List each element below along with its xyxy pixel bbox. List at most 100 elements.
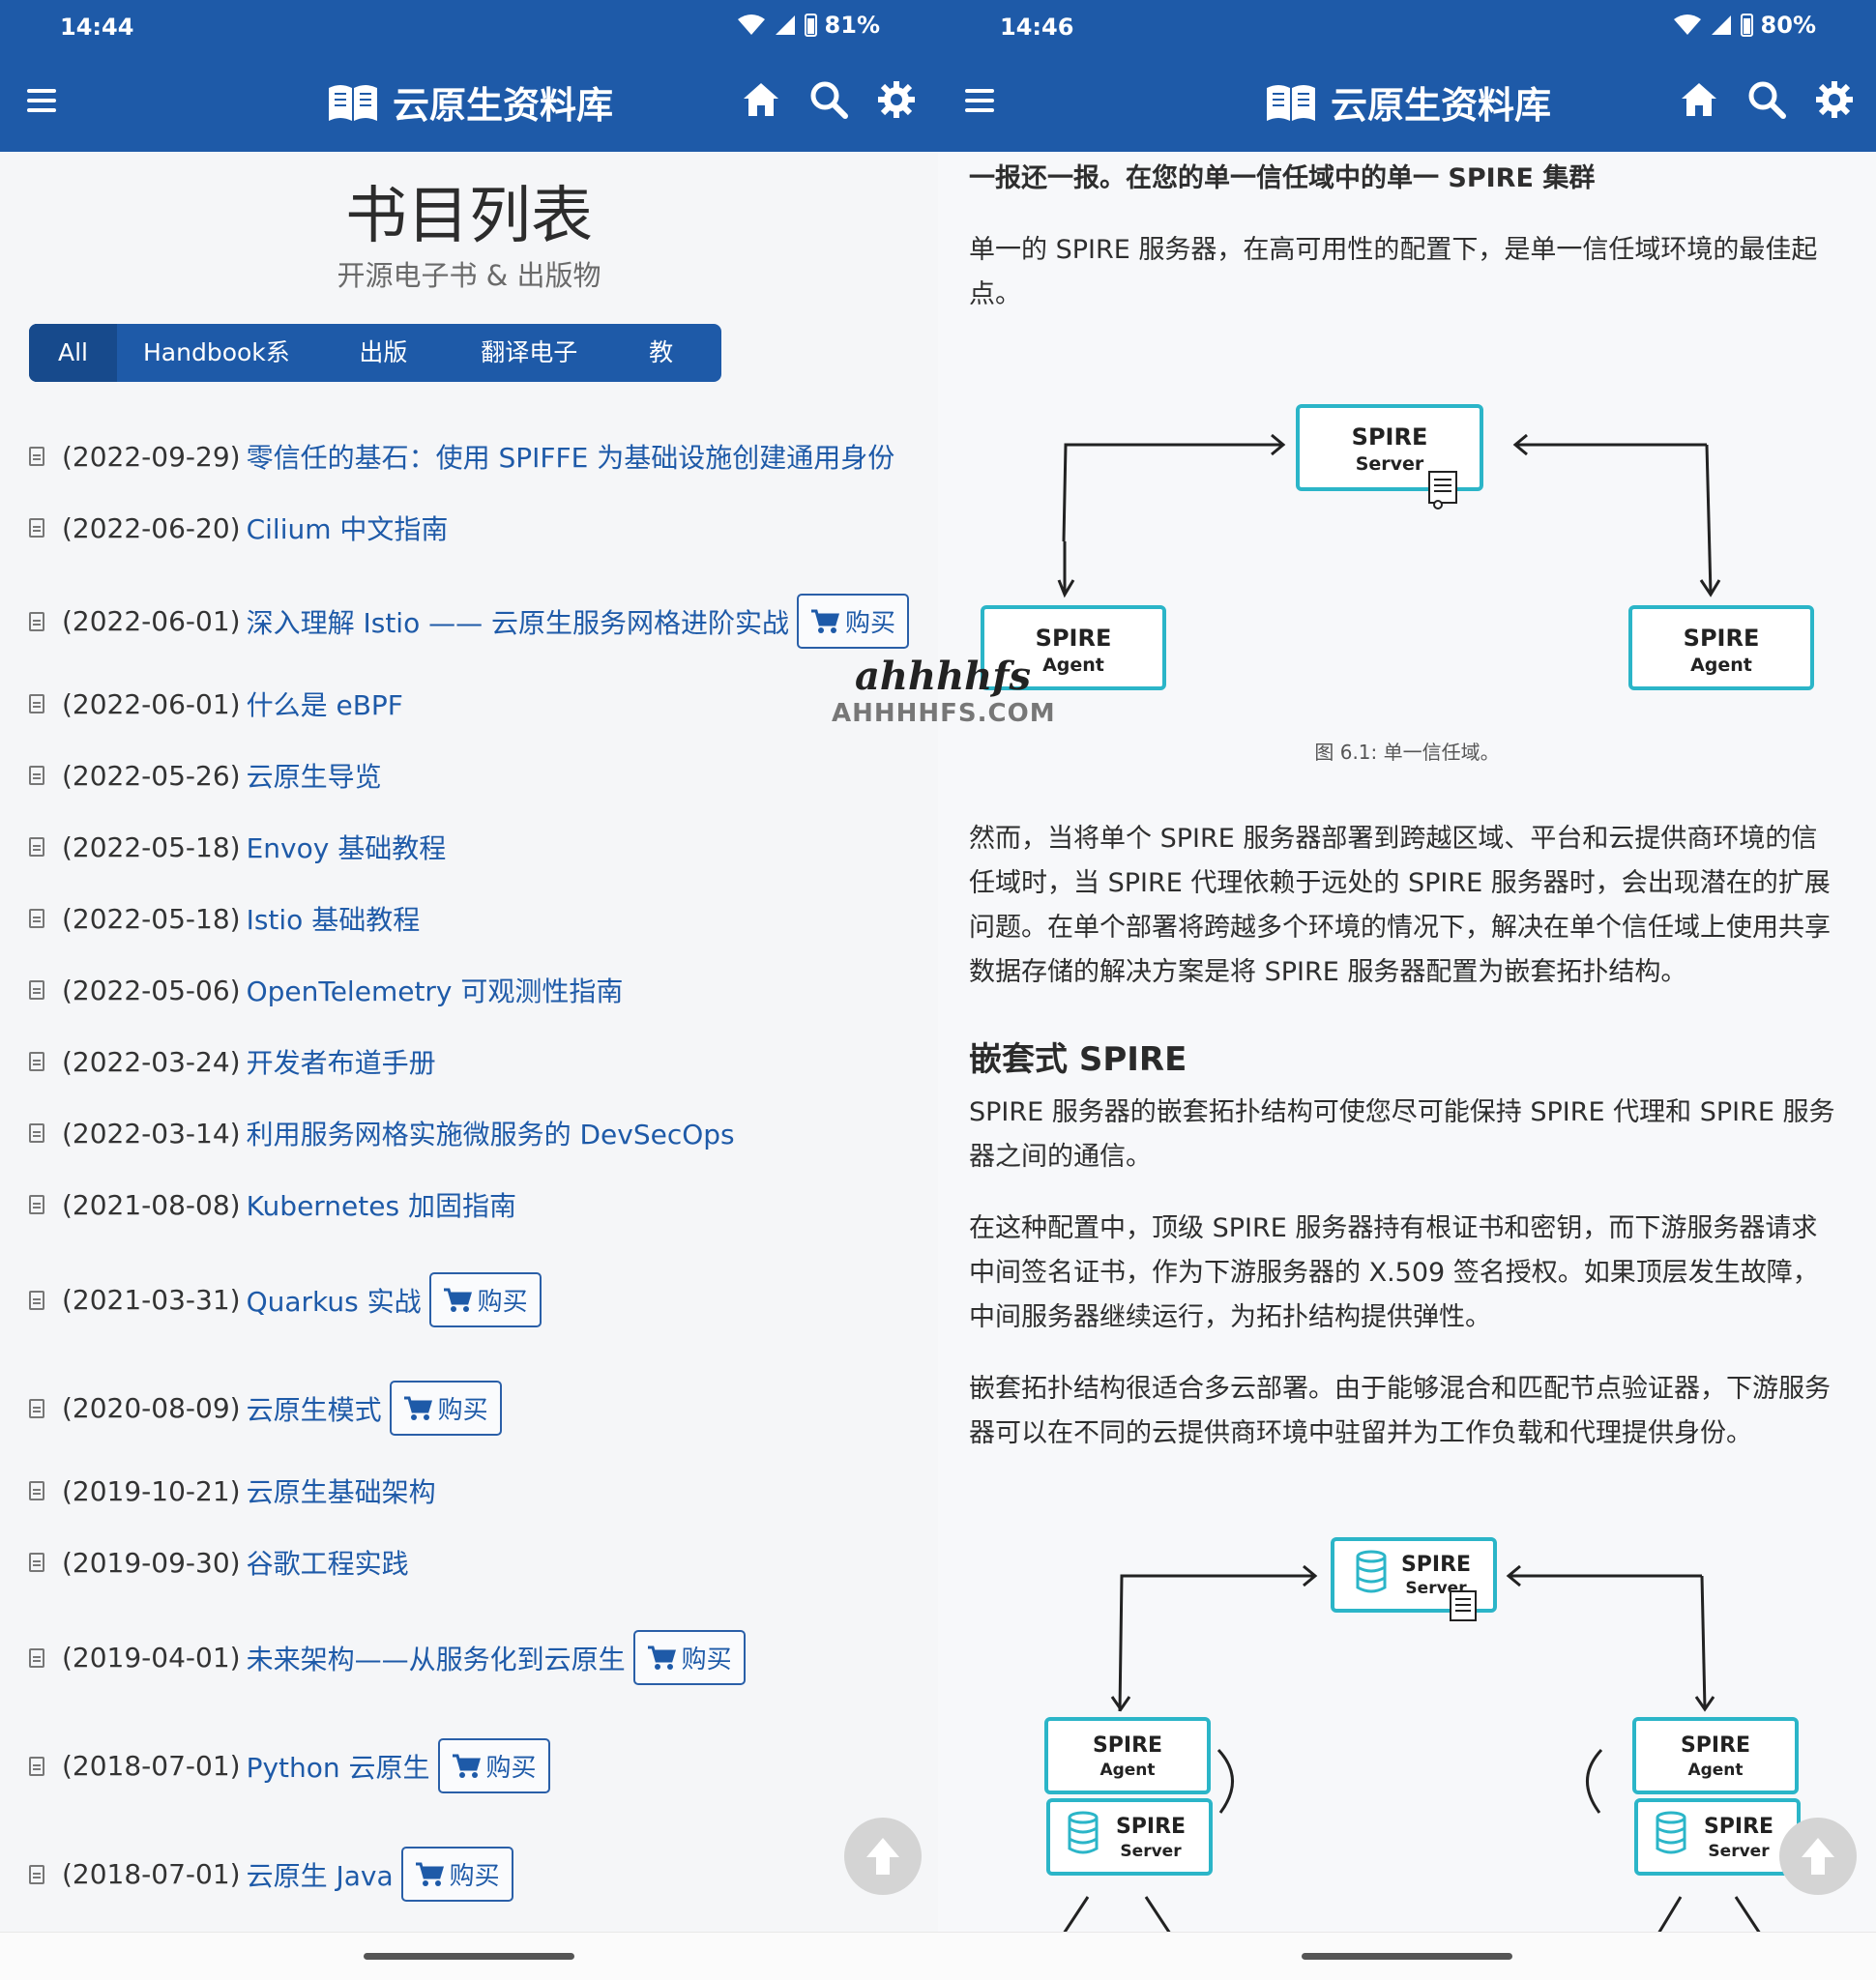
gear-icon[interactable] [1814,79,1855,120]
home-gesture-bar[interactable] [364,1953,574,1960]
watermark: ahhhhfs AHHHHFS.COM [832,654,1056,731]
book-title-link[interactable]: 利用服务网格实施微服务的 DevSecOps [246,1119,735,1150]
agent-server-pair-right: SPIRE Agent SPIRE Server [1632,1717,1801,1876]
battery-level: 80% [1760,12,1816,39]
home-gesture-bar[interactable] [1302,1953,1512,1960]
page-subtitle: 开源电子书 & 出版物 [337,259,601,292]
document-icon [29,447,44,466]
cart-icon [452,1754,481,1778]
gear-icon[interactable] [876,79,917,120]
tab-translations[interactable]: 翻译电子书 [481,338,578,366]
svg-text:Agent: Agent [1099,1761,1155,1780]
book-title-link[interactable]: 深入理解 Istio —— 云原生服务网格进阶实战 [246,606,790,639]
app-title[interactable]: 云原生资料库 [327,75,613,129]
document-icon [29,837,44,857]
tab-all[interactable]: All [29,324,117,382]
search-icon[interactable] [808,79,849,120]
top-spire-server-node: SPIRE Server [1331,1537,1497,1621]
buy-button[interactable]: 购买 [797,594,910,649]
cart-icon [415,1862,444,1886]
buy-button[interactable]: 购买 [389,1381,502,1436]
book-title-link[interactable]: Quarkus 实战 [246,1285,422,1318]
database-icon [1068,1811,1099,1854]
status-icons: 80% [1673,12,1816,39]
cart-icon [443,1288,472,1312]
book-item: (2019-04-01)未来架构——从服务化到云原生购买 [29,1630,746,1685]
certificate-icon [1450,1590,1477,1621]
book-item: (2022-06-20)Cilium 中文指南 [29,509,448,547]
book-title-link[interactable]: Istio 基础教程 [246,904,421,936]
scroll-top-button[interactable] [844,1818,922,1895]
scroll-top-button[interactable] [1779,1818,1857,1895]
buy-button[interactable]: 购买 [437,1738,550,1793]
buy-label: 购买 [477,1288,528,1317]
book-title-link[interactable]: 云原生模式 [246,1393,382,1426]
book-item: (2018-07-01)Python 云原生购买 [29,1738,550,1793]
svg-text:SPIRE: SPIRE [1401,1553,1471,1577]
book-title-link[interactable]: OpenTelemetry 可观测性指南 [246,975,624,1007]
buy-button[interactable]: 购买 [632,1630,746,1685]
svg-text:Agent: Agent [1690,655,1752,676]
book-title-link[interactable]: Python 云原生 [246,1751,430,1784]
nested-spire-diagram: SPIRE Server SPIRE Agent SPIRE Server SP… [1044,1537,1801,1934]
document-icon [29,980,44,1000]
app-header: 14:46 80% 云原生资料库 [938,0,1876,152]
spire-server-node: SPIRE Server [1296,404,1483,510]
book-title-link[interactable]: Kubernetes 加固指南 [246,1190,516,1222]
book-date: (2022-05-06) [62,974,241,1006]
menu-icon[interactable] [27,89,56,112]
spire-agent-node: SPIRE Agent [981,605,1166,690]
book-item: (2022-06-01)什么是 eBPF [29,684,403,723]
tab-handbook[interactable]: Handbook系列 [143,338,290,366]
book-title-link[interactable]: 谷歌工程实践 [246,1548,409,1580]
document-icon [29,611,44,631]
svg-text:SPIRE: SPIRE [1704,1815,1773,1839]
svg-text:SPIRE: SPIRE [1352,423,1428,451]
search-icon[interactable] [1746,79,1787,120]
section-heading: 嵌套式 SPIRE [969,1040,1187,1079]
document-icon [29,1290,44,1310]
book-item: (2021-03-31)Quarkus 实战购买 [29,1272,542,1327]
book-date: (2022-09-29) [62,440,241,473]
book-title-link[interactable]: 开发者布道手册 [246,1047,436,1079]
buy-button[interactable]: 购买 [428,1272,542,1327]
app-title[interactable]: 云原生资料库 [1265,75,1551,129]
book-title-link[interactable]: Cilium 中文指南 [246,513,449,545]
book-title-link[interactable]: 零信任的基石：使用 SPIFFE 为基础设施创建通用身份 [246,442,895,474]
book-title-link[interactable]: 什么是 eBPF [246,689,403,721]
book-title-link[interactable]: Envoy 基础教程 [246,832,447,864]
document-icon [29,1647,44,1668]
book-date: (2022-06-20) [62,511,241,544]
wifi-icon [737,15,765,35]
book-title-link[interactable]: 云原生 Java [246,1859,394,1892]
status-icons: 81% [737,12,880,39]
buy-label: 购买 [449,1862,500,1891]
intro-heading: 一报还一报。在您的单一信任域中的单一 SPIRE 集群 [969,163,1596,193]
database-icon [1656,1811,1686,1854]
tab-tutorials[interactable]: 教程 [649,338,674,366]
book-title-link[interactable]: 未来架构——从服务化到云原生 [246,1643,626,1675]
home-icon[interactable] [741,79,781,120]
document-icon [29,1756,44,1776]
book-title-link[interactable]: 云原生基础架构 [246,1476,436,1508]
home-icon[interactable] [1679,79,1719,120]
system-nav-bar [938,1932,1876,1980]
book-item: (2022-05-18)Envoy 基础教程 [29,828,446,866]
svg-text:SPIRE: SPIRE [1036,625,1112,652]
app-name: 云原生资料库 [1331,84,1552,127]
book-date: (2022-03-24) [62,1045,241,1078]
document-icon [29,909,44,928]
buy-button[interactable]: 购买 [400,1847,513,1902]
buy-label: 购买 [437,1396,488,1425]
signal-icon [775,15,795,35]
database-icon [1356,1550,1387,1593]
spire-agent-node: SPIRE Agent [1628,605,1814,690]
arrow-up-icon [1802,1838,1834,1875]
watermark-script: ahhhhfs [855,654,1031,699]
tab-publications[interactable]: 出版物 [359,338,408,366]
book-title-link[interactable]: 云原生导览 [246,761,382,793]
menu-icon[interactable] [965,89,994,112]
paragraph-4: 在这种配置中，顶级 SPIRE 服务器持有根证书和密钥，而下游服务器请求中间签名… [969,1213,1819,1332]
watermark-site: AHHHHFS.COM [832,699,1056,728]
